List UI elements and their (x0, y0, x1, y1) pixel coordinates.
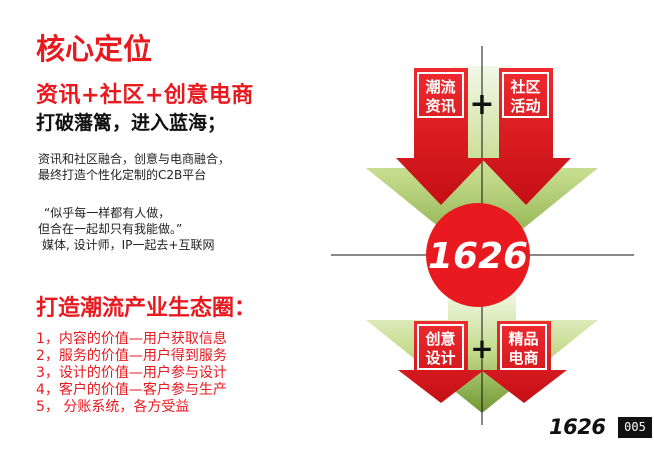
bottom-right-label-line: 精品 (508, 330, 538, 348)
top-left-label-box (417, 72, 464, 118)
bottom-left-label-line: 创意 (424, 330, 455, 348)
quote-line: “似乎每一样都有人做， (44, 206, 171, 220)
top-left-label-line: 资讯 (425, 97, 455, 115)
center-label: 1626 (428, 236, 528, 277)
page-title: 核心定位 (36, 32, 153, 66)
list-item: 4，客户的价值—客户参与生产 (36, 382, 227, 398)
top-right-label-line: 社区 (509, 78, 540, 96)
quote-line: 媒体, 设计师，IP一起去+互联网 (42, 238, 215, 252)
bottom-right-label-line: 电商 (508, 349, 538, 367)
top-right-label-line: 活动 (510, 97, 540, 115)
quote-text: “似乎每一样都有人做， 但合在一起却只有我能做。” 媒体, 设计师，IP一起去+… (38, 205, 214, 253)
center-circle (426, 203, 530, 307)
list-item: 1，内容的价值—用户获取信息 (36, 331, 227, 347)
bottom-left-label-box (417, 324, 464, 370)
page-subtitle: 资讯+社区+创意电商 (36, 83, 254, 108)
intro-line: 资讯和社区融合，创意与电商融合， (38, 152, 231, 166)
bottom-plus-sign: + (470, 332, 493, 365)
list-item: 2，服务的价值—用户得到服务 (36, 348, 227, 364)
intro-line: 最终打造个性化定制的C2B平台 (38, 168, 207, 182)
top-right-label-box (502, 72, 549, 118)
bottom-right-label-box (500, 324, 547, 370)
bottom-left-label-line: 设计 (425, 349, 455, 367)
footer-brand-logo: 1626 (549, 415, 606, 439)
page-tagline: 打破藩篱，进入蓝海； (36, 112, 227, 134)
top-left-label-line: 潮流 (425, 78, 455, 96)
intro-text: 资讯和社区融合，创意与电商融合， 最终打造个性化定制的C2B平台 (38, 151, 230, 183)
top-plus-sign: + (469, 87, 494, 122)
ecosystem-list: 1，内容的价值—用户获取信息 2，服务的价值—用户得到服务 3，设计的价值—用户… (36, 331, 227, 416)
ecosystem-heading: 打造潮流产业生态圈： (36, 296, 257, 321)
list-item: 5， 分账系统，各方受益 (36, 399, 190, 415)
page-number: 005 (618, 417, 652, 438)
quote-line: 但合在一起却只有我能做。” (38, 222, 183, 236)
list-item: 3，设计的价值—用户参与设计 (36, 365, 227, 381)
